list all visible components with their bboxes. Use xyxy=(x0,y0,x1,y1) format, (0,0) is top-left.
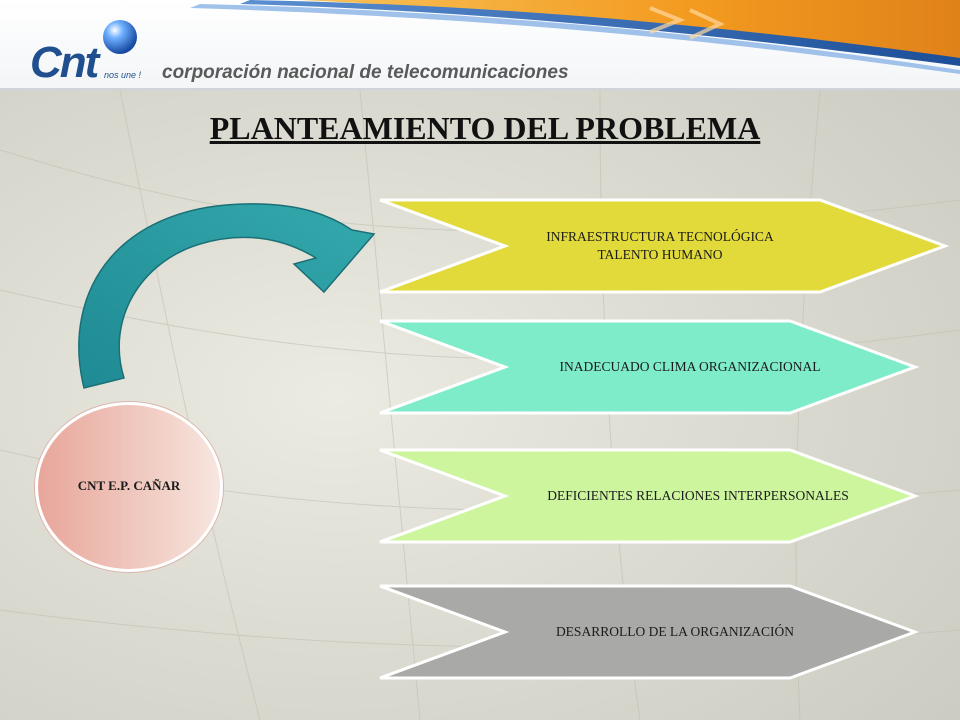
problem-label-3: DEFICIENTES RELACIONES INTERPERSONALES xyxy=(547,488,849,503)
company-name: corporación nacional de telecomunicacion… xyxy=(162,62,569,83)
origin-circle xyxy=(35,402,223,572)
logo-text: Cnt xyxy=(30,38,99,87)
header-banner xyxy=(0,0,960,90)
problem-label-1-line2: TALENTO HUMANO xyxy=(597,247,723,262)
problem-chevron-1 xyxy=(379,198,950,294)
problem-label-4: DESARROLLO DE LA ORGANIZACIÓN xyxy=(555,624,795,639)
curved-arrow-icon xyxy=(78,203,376,389)
problem-label-1-line1: INFRAESTRUCTURA TECNOLÓGICA xyxy=(546,229,774,244)
problem-chevron-4 xyxy=(379,584,920,680)
logo-slogan: nos une ! xyxy=(104,70,142,80)
problem-chevron-2 xyxy=(379,319,920,415)
page-title: PLANTEAMIENTO DEL PROBLEMA xyxy=(209,110,761,146)
problem-label-2: INADECUADO CLIMA ORGANIZACIONAL xyxy=(559,359,821,374)
cnt-logo-icon xyxy=(103,20,137,54)
header: Cnt nos une ! corporación nacional de te… xyxy=(0,0,960,90)
problem-chevron-3 xyxy=(379,448,920,544)
origin-label: CNT E.P. CAÑAR xyxy=(77,478,181,493)
problem-label-1: INFRAESTRUCTURA TECNOLÓGICA TALENTO HUMA… xyxy=(505,228,815,264)
